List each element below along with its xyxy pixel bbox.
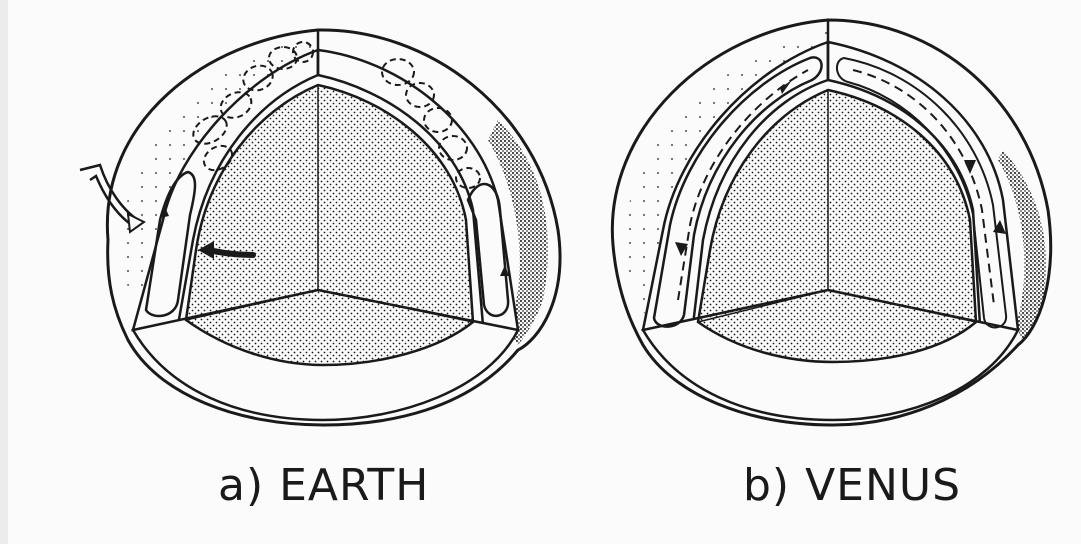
earth-panel: a) EARTH [68, 0, 588, 544]
earth-caption: a) EARTH [218, 460, 429, 511]
venus-caption: b) VENUS [743, 460, 961, 511]
venus-panel: b) VENUS [598, 0, 1068, 544]
